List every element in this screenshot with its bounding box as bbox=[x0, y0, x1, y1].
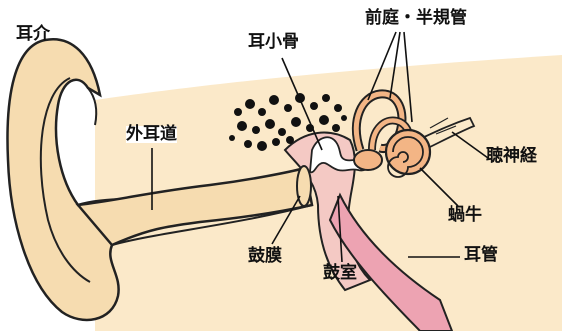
label-vestibule-canals: 前庭・半規管 bbox=[365, 10, 467, 27]
label-ossicles: 耳小骨 bbox=[248, 34, 299, 51]
label-auricle: 耳介 bbox=[16, 26, 50, 43]
label-auditory-nerve: 聴神経 bbox=[486, 148, 537, 165]
label-tympanic-cavity: 鼓室 bbox=[323, 265, 357, 282]
label-eustachian-tube: 耳管 bbox=[464, 247, 498, 264]
label-ear-canal: 外耳道 bbox=[126, 126, 177, 143]
label-cochlea: 蝸牛 bbox=[448, 207, 482, 224]
label-eardrum: 鼓膜 bbox=[248, 248, 282, 265]
vestibule-shape bbox=[354, 150, 382, 170]
eardrum-shape bbox=[297, 166, 311, 206]
